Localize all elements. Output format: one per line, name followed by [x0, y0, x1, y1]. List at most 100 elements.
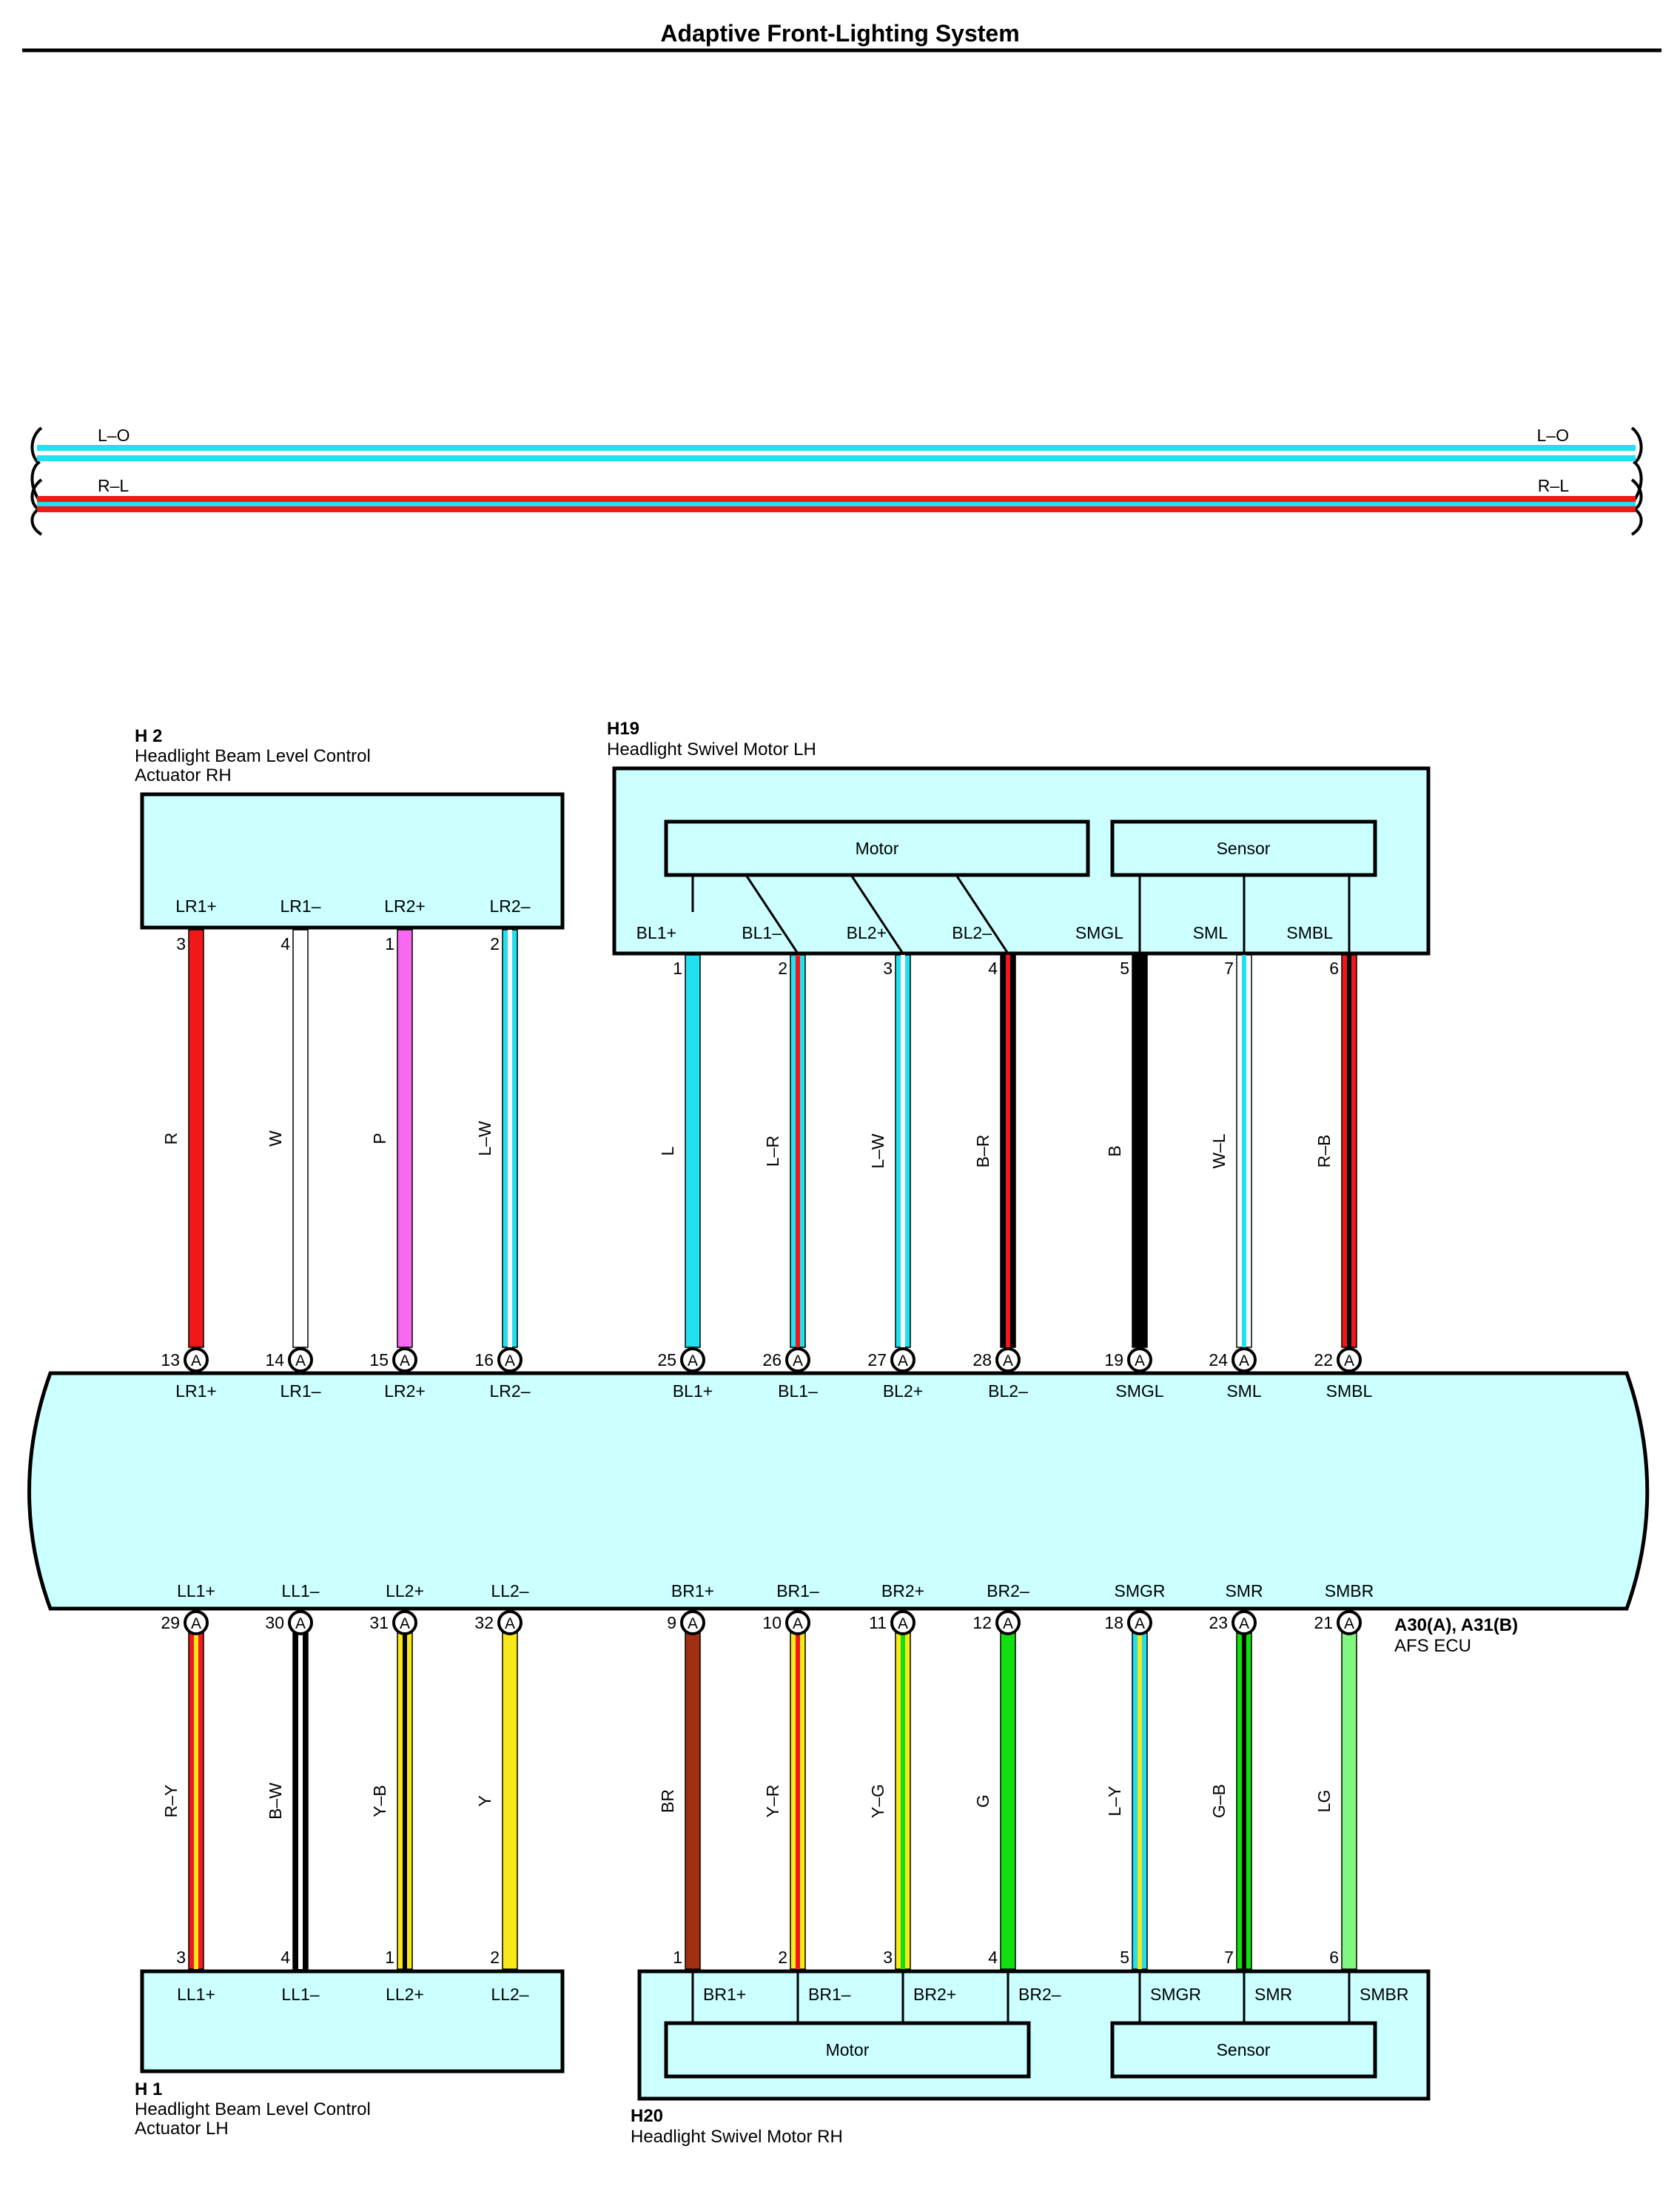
connector-h1-id: H 1 — [135, 2079, 162, 2099]
bottom-wire-6-device-label: BR2+ — [913, 1985, 956, 2004]
top-wire-5-ecu-label: BL1– — [778, 1381, 818, 1401]
connector-h1-body — [140, 1969, 565, 2073]
top-wire-8-ecu-label: SMGL — [1115, 1381, 1163, 1401]
top-wire-10-ecu-pin-symbol: A — [1344, 1352, 1354, 1369]
top-wire-0-device-label: LR1+ — [175, 896, 217, 916]
top-wire-8-device-label: SMGL — [1075, 923, 1123, 942]
bottom-wire-5-device-label: BR1– — [808, 1985, 851, 2004]
top-wire-2-ecu-pin-symbol: A — [400, 1352, 410, 1369]
top-wire-7-color-code: B–R — [973, 1135, 992, 1168]
harness-code-l-o-left: L–O — [98, 426, 130, 445]
bottom-wire-9-ecu-pin-circle — [1232, 1610, 1257, 1635]
bottom-wire-1-device-label: LL1– — [281, 1985, 319, 2004]
bottom-wire-9-stripe — [1242, 1633, 1246, 1969]
bottom-wire-10-device-pin: 6 — [1329, 1948, 1339, 1967]
bottom-wire-6-ecu-label: BR2+ — [881, 1581, 924, 1600]
top-wire-4-ecu-pin: 25 — [657, 1350, 676, 1369]
top-wire-8-ecu-pin-circle — [1127, 1347, 1152, 1372]
harness-code-r-l-right: R–L — [1538, 476, 1569, 495]
bottom-wire-9-device-pin: 7 — [1224, 1948, 1234, 1967]
h19-divider-1 — [850, 874, 904, 954]
bottom-wire-10-body — [1341, 1632, 1357, 1970]
top-wire-6-stripe — [901, 955, 905, 1347]
top-wire-10-stripe — [1347, 955, 1351, 1347]
top-wire-1-color-code: W — [266, 1130, 285, 1147]
bottom-wire-5-ecu-label: BR1– — [776, 1581, 819, 1600]
top-wire-4-ecu-label: BL1+ — [673, 1381, 713, 1401]
bottom-wire-5-ecu-pin-symbol: A — [793, 1615, 803, 1632]
top-wire-1-ecu-pin: 14 — [265, 1350, 284, 1369]
bottom-wire-5-ecu-pin-circle — [785, 1610, 810, 1635]
connector-h19-dividers — [691, 874, 1351, 954]
bottom-wire-1-ecu-pin: 30 — [265, 1613, 284, 1632]
connector-h2-id: H 2 — [135, 726, 162, 746]
top-wire-7-ecu-pin-circle — [995, 1347, 1021, 1372]
top-wire-group: R3LR1+A13LR1+W4LR1–A14LR1–P1LR2+A15LR2+L… — [161, 896, 1372, 1401]
top-wire-7-ecu-pin: 28 — [972, 1350, 992, 1369]
bottom-wire-1-ecu-label: LL1– — [281, 1581, 319, 1600]
top-wire-1-ecu-pin-circle — [288, 1347, 313, 1372]
bottom-wire-10-ecu-pin-symbol: A — [1344, 1615, 1354, 1632]
bottom-wire-7-ecu-pin-circle — [995, 1610, 1021, 1635]
top-wire-9-ecu-pin-circle — [1232, 1347, 1257, 1372]
bottom-wire-3-ecu-pin-circle — [497, 1610, 523, 1635]
bottom-wire-8-color-code: L–Y — [1105, 1786, 1124, 1817]
top-wire-6-ecu-pin-symbol: A — [898, 1352, 908, 1369]
top-wire-3-device-pin: 2 — [490, 934, 500, 953]
harness: L–O L–O R–L R–L — [30, 426, 1643, 536]
bottom-wire-9-color-code: G–B — [1209, 1784, 1229, 1818]
connector-h19: H19 Headlight Swivel Motor LH Motor Sens… — [607, 719, 1431, 956]
top-wire-2-color-code: P — [370, 1133, 389, 1144]
top-wire-9-ecu-label: SML — [1226, 1381, 1262, 1401]
bottom-wire-4-ecu-pin-symbol: A — [688, 1615, 698, 1632]
top-wire-3-ecu-pin: 16 — [474, 1350, 494, 1369]
connector-h19-name: Headlight Swivel Motor LH — [607, 740, 816, 760]
top-wire-5-ecu-pin-symbol: A — [793, 1352, 803, 1369]
bottom-wire-0-ecu-pin-circle — [184, 1610, 209, 1635]
bottom-wire-7-ecu-pin-symbol: A — [1003, 1615, 1013, 1632]
bottom-wire-0-device-pin: 3 — [176, 1948, 186, 1967]
connector-h2: H 2 Headlight Beam Level Control Actuato… — [135, 726, 565, 930]
bottom-wire-8-device-label: SMGR — [1150, 1985, 1201, 2004]
top-wire-3-color-code: L–W — [475, 1121, 494, 1156]
bottom-wire-7-color-code: G — [973, 1794, 992, 1808]
top-wire-3-stripe — [508, 930, 512, 1347]
top-wire-2-device-pin: 1 — [385, 934, 394, 953]
top-wire-6-ecu-pin: 27 — [867, 1350, 887, 1369]
top-wire-10-color-code: R–B — [1314, 1135, 1334, 1168]
top-wire-2-device-label: LR2+ — [384, 896, 426, 916]
bottom-wire-8-stripe — [1138, 1633, 1142, 1969]
top-wire-6-color-code: L–W — [868, 1133, 887, 1169]
top-wire-7-ecu-label: BL2– — [988, 1381, 1028, 1401]
bottom-wire-3-device-pin: 2 — [490, 1948, 500, 1967]
bottom-wire-7-device-pin: 4 — [988, 1948, 998, 1967]
bottom-wire-1-stripe — [298, 1633, 303, 1969]
bottom-wire-2-ecu-pin: 31 — [369, 1613, 389, 1632]
bottom-wire-7-ecu-pin: 12 — [972, 1613, 992, 1632]
top-wire-1-device-label: LR1– — [280, 896, 321, 916]
top-wire-0-ecu-pin-circle — [184, 1347, 209, 1372]
bottom-wire-3-body — [502, 1632, 518, 1970]
top-wire-7-ecu-pin-symbol: A — [1003, 1352, 1013, 1369]
harness-wire-l-o-stripe — [37, 451, 1636, 455]
top-wire-4-device-label: BL1+ — [636, 923, 676, 942]
top-wire-5-ecu-pin-circle — [785, 1347, 810, 1372]
connector-h1-name-1: Headlight Beam Level Control — [135, 2099, 371, 2119]
top-wire-3-device-label: LR2– — [490, 896, 531, 916]
connector-h20-sensor-label: Sensor — [1217, 2040, 1271, 2059]
bottom-wire-10-device-label: SMBR — [1360, 1985, 1408, 2004]
top-wire-9-device-pin: 7 — [1224, 959, 1234, 978]
connector-h1-name-2: Actuator LH — [135, 2119, 229, 2139]
